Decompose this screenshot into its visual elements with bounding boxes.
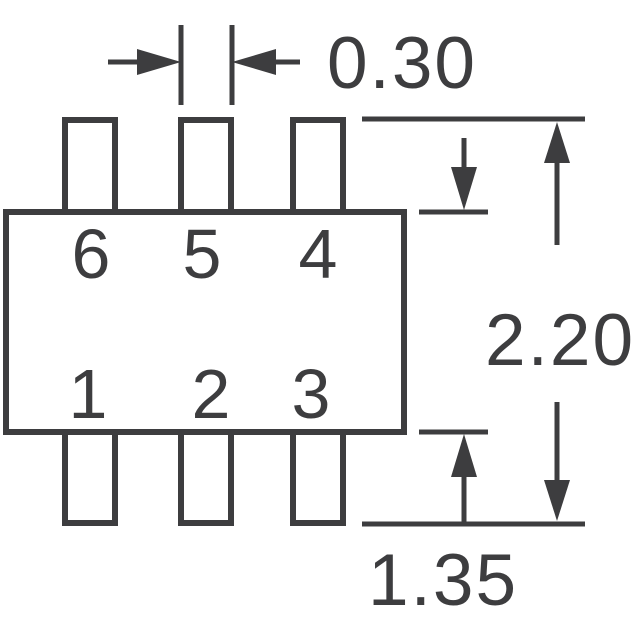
lead-length-arrowhead-up-icon — [451, 434, 477, 477]
pin-6-label: 6 — [72, 215, 111, 293]
pin-5-lead — [178, 117, 234, 215]
pin-6-lead — [62, 117, 118, 215]
lead-length-arrow-up — [451, 434, 477, 522]
pin-2-label: 2 — [192, 355, 231, 433]
overall-height-arrowhead-down-icon — [544, 480, 570, 521]
lead-length-arrow-down — [451, 138, 477, 210]
overall-height-arrowhead-up-icon — [544, 122, 570, 163]
lead-width-arrow-right — [232, 49, 300, 75]
overall-height-dimension-label: 2.20 — [485, 300, 635, 381]
pin-4-lead — [290, 117, 346, 215]
lead-width-arrowhead-left-icon — [137, 49, 181, 75]
bottom-dimension-label: 1.35 — [368, 540, 518, 621]
lead-width-arrowhead-right-icon — [232, 49, 276, 75]
pin-4-label: 4 — [299, 215, 338, 293]
pin-1-lead — [62, 429, 118, 526]
pin-3-lead — [290, 429, 346, 526]
pin-3-label: 3 — [292, 355, 331, 433]
pin-5-label: 5 — [183, 215, 222, 293]
lead-length-arrowhead-down-icon — [451, 167, 477, 210]
overall-height-arrow-down — [544, 402, 570, 521]
pin-2-lead — [178, 429, 234, 526]
pin-1-label: 1 — [69, 355, 108, 433]
overall-height-arrow-up — [544, 122, 570, 245]
lead-width-arrow-left — [108, 49, 181, 75]
lead-width-dimension-label: 0.30 — [327, 23, 477, 104]
